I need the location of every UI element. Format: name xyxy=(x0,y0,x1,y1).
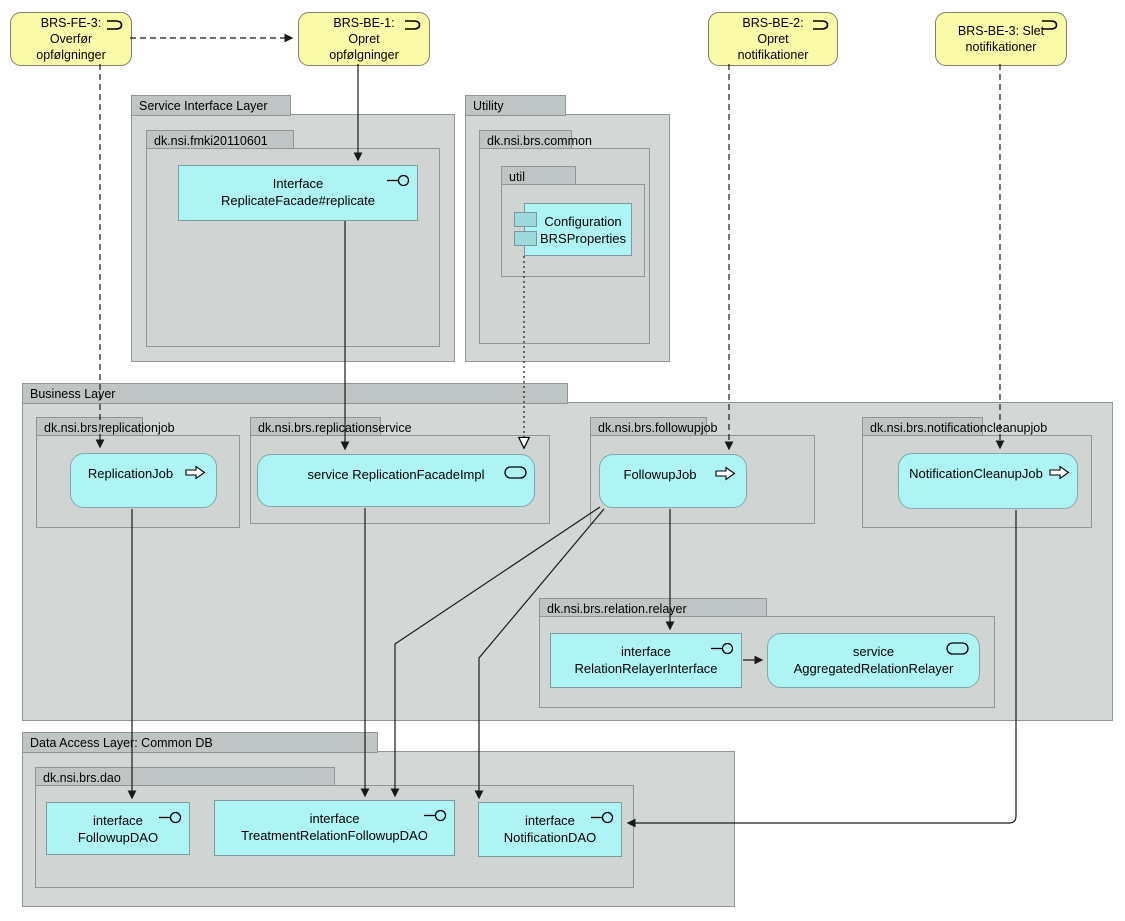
open-arrow-icon xyxy=(715,466,736,481)
interface-lollipop-icon xyxy=(387,174,410,187)
layer-tab-service-interface: Service Interface Layer xyxy=(131,95,291,116)
package-tab-notificationcleanupjob: dk.nsi.brs.notificationcleanupjob xyxy=(862,417,1047,438)
service-stadium-icon xyxy=(504,466,527,479)
layer-tab-data-access: Data Access Layer: Common DB xyxy=(22,732,378,753)
business-process-icon xyxy=(813,20,829,30)
note-brs-be-1-text: BRS-BE-1: Opret opfølgninger xyxy=(329,16,399,62)
component-notification-dao-label: interface NotificationDAO xyxy=(503,813,597,845)
component-replication-facade-impl: service ReplicationFacadeImpl xyxy=(257,454,535,507)
note-brs-be-2-text: BRS-BE-2: Opret notifikationer xyxy=(737,16,809,62)
component-relation-relayer-interface: interface RelationRelayerInterface xyxy=(550,633,742,688)
business-process-icon xyxy=(405,20,421,30)
component-treatment-relation-followup-dao-label: interface TreatmentRelationFollowupDAO xyxy=(241,811,428,843)
open-arrow-icon xyxy=(185,465,206,480)
component-notification-dao: interface NotificationDAO xyxy=(478,802,622,857)
component-followup-dao: interface FollowupDAO xyxy=(46,802,190,855)
component-treatment-relation-followup-dao: interface TreatmentRelationFollowupDAO xyxy=(214,800,455,856)
note-brs-be-3-text: BRS-BE-3: Slet notifikationer xyxy=(957,24,1045,54)
component-followup-dao-label: interface FollowupDAO xyxy=(77,813,159,845)
interface-lollipop-icon xyxy=(591,811,614,824)
layer-tab-utility: Utility xyxy=(465,95,566,116)
note-brs-be-2: BRS-BE-2: Opret notifikationer xyxy=(708,12,838,66)
component-replication-job: ReplicationJob xyxy=(70,453,217,508)
component-configuration-label: Configuration BRSProperties xyxy=(540,214,626,246)
service-stadium-icon xyxy=(946,642,969,655)
component-replication-job-label: ReplicationJob xyxy=(87,466,174,481)
note-brs-be-3: BRS-BE-3: Slet notifikationer xyxy=(935,12,1067,66)
component-followup-job-label: FollowupJob xyxy=(623,467,697,482)
interface-lollipop-icon xyxy=(424,809,447,822)
component-followup-job: FollowupJob xyxy=(599,454,747,508)
component-replicate-facade: Interface ReplicateFacade#replicate xyxy=(178,165,418,221)
component-aggregated-relation-relayer: service AggregatedRelationRelayer xyxy=(767,633,980,688)
component-configuration: Configuration BRSProperties xyxy=(514,203,632,256)
component-notification-cleanup-job-label: NotificationCleanupJob xyxy=(909,466,1043,481)
interface-lollipop-icon xyxy=(711,642,734,655)
business-process-icon xyxy=(107,20,123,30)
component-replicate-facade-label: Interface ReplicateFacade#replicate xyxy=(221,176,375,208)
package-tab-replicationservice: dk.nsi.brs.replicationservice xyxy=(250,417,412,438)
business-process-icon xyxy=(1042,20,1058,30)
component-notification-cleanup-job: NotificationCleanupJob xyxy=(898,453,1078,509)
note-brs-fe-3-text: BRS-FE-3: Overfør opfølgninger xyxy=(36,16,106,62)
package-tab-fmki: dk.nsi.fmki20110601 xyxy=(146,130,294,151)
open-arrow-icon xyxy=(1049,465,1070,480)
note-brs-fe-3: BRS-FE-3: Overfør opfølgninger xyxy=(10,12,132,66)
interface-lollipop-icon xyxy=(159,811,182,824)
component-replication-facade-impl-label: service ReplicationFacadeImpl xyxy=(307,467,485,482)
uml-component-tab-icon xyxy=(514,231,537,246)
layer-tab-business: Business Layer xyxy=(22,383,568,404)
note-brs-be-1: BRS-BE-1: Opret opfølgninger xyxy=(298,12,430,66)
uml-component-tab-icon xyxy=(514,212,537,227)
